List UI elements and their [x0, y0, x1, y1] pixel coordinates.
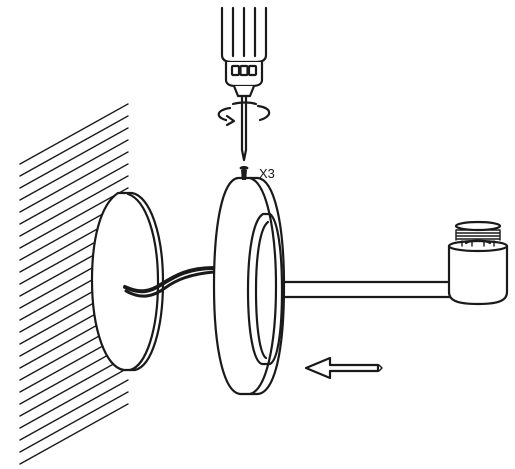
wall-hatch-line [19, 403, 129, 465]
ring-rosette [212, 176, 286, 396]
screw [239, 166, 249, 180]
wall-hatch-line [19, 103, 129, 165]
cable [123, 266, 216, 298]
wall-plate [90, 191, 165, 372]
wall-hatch-line [19, 127, 129, 189]
wall-hatch-line [19, 187, 129, 249]
wall-hatch-line [19, 139, 129, 201]
lamp-arm [263, 280, 456, 299]
screwdriver-icon [220, 6, 268, 162]
wall-hatch-line [19, 391, 129, 453]
wall-hatch-line [19, 151, 129, 213]
wall-hatch-line [19, 175, 129, 237]
socket-holder [447, 220, 509, 306]
wall-hatch-line [19, 355, 129, 417]
wall-hatch-line [19, 163, 129, 225]
screw-quantity-label: X3 [259, 166, 275, 181]
wall-hatch-line [19, 115, 129, 177]
wall-hatch-line [19, 367, 129, 429]
rotation-arrow-icon [217, 101, 271, 127]
left-arrow-icon [304, 356, 383, 380]
wall-hatch-line [19, 379, 129, 441]
